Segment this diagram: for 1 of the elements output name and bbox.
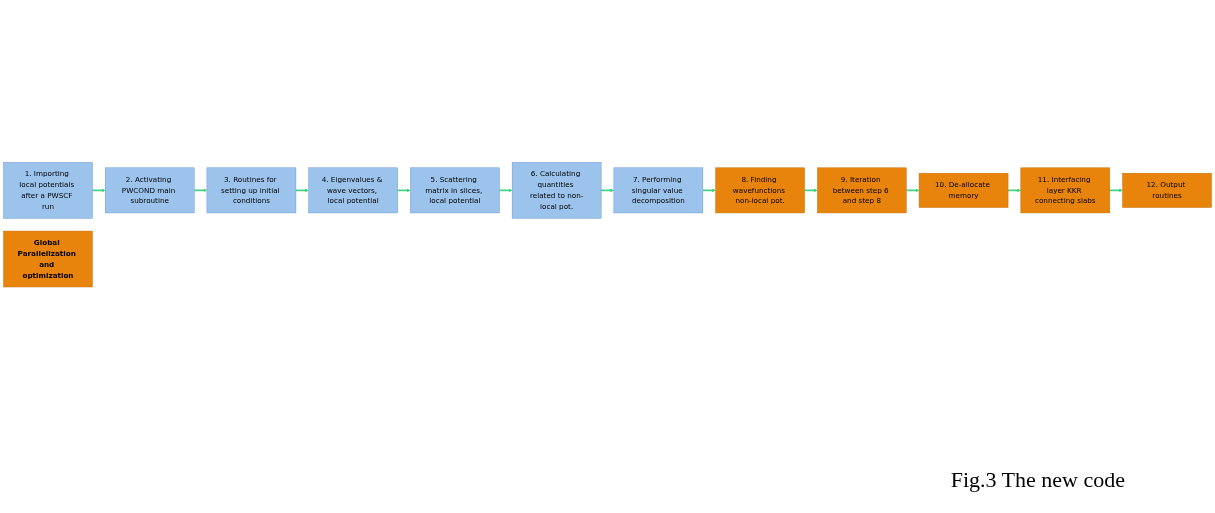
figure-caption: Fig.3 The new code (950, 467, 1125, 493)
